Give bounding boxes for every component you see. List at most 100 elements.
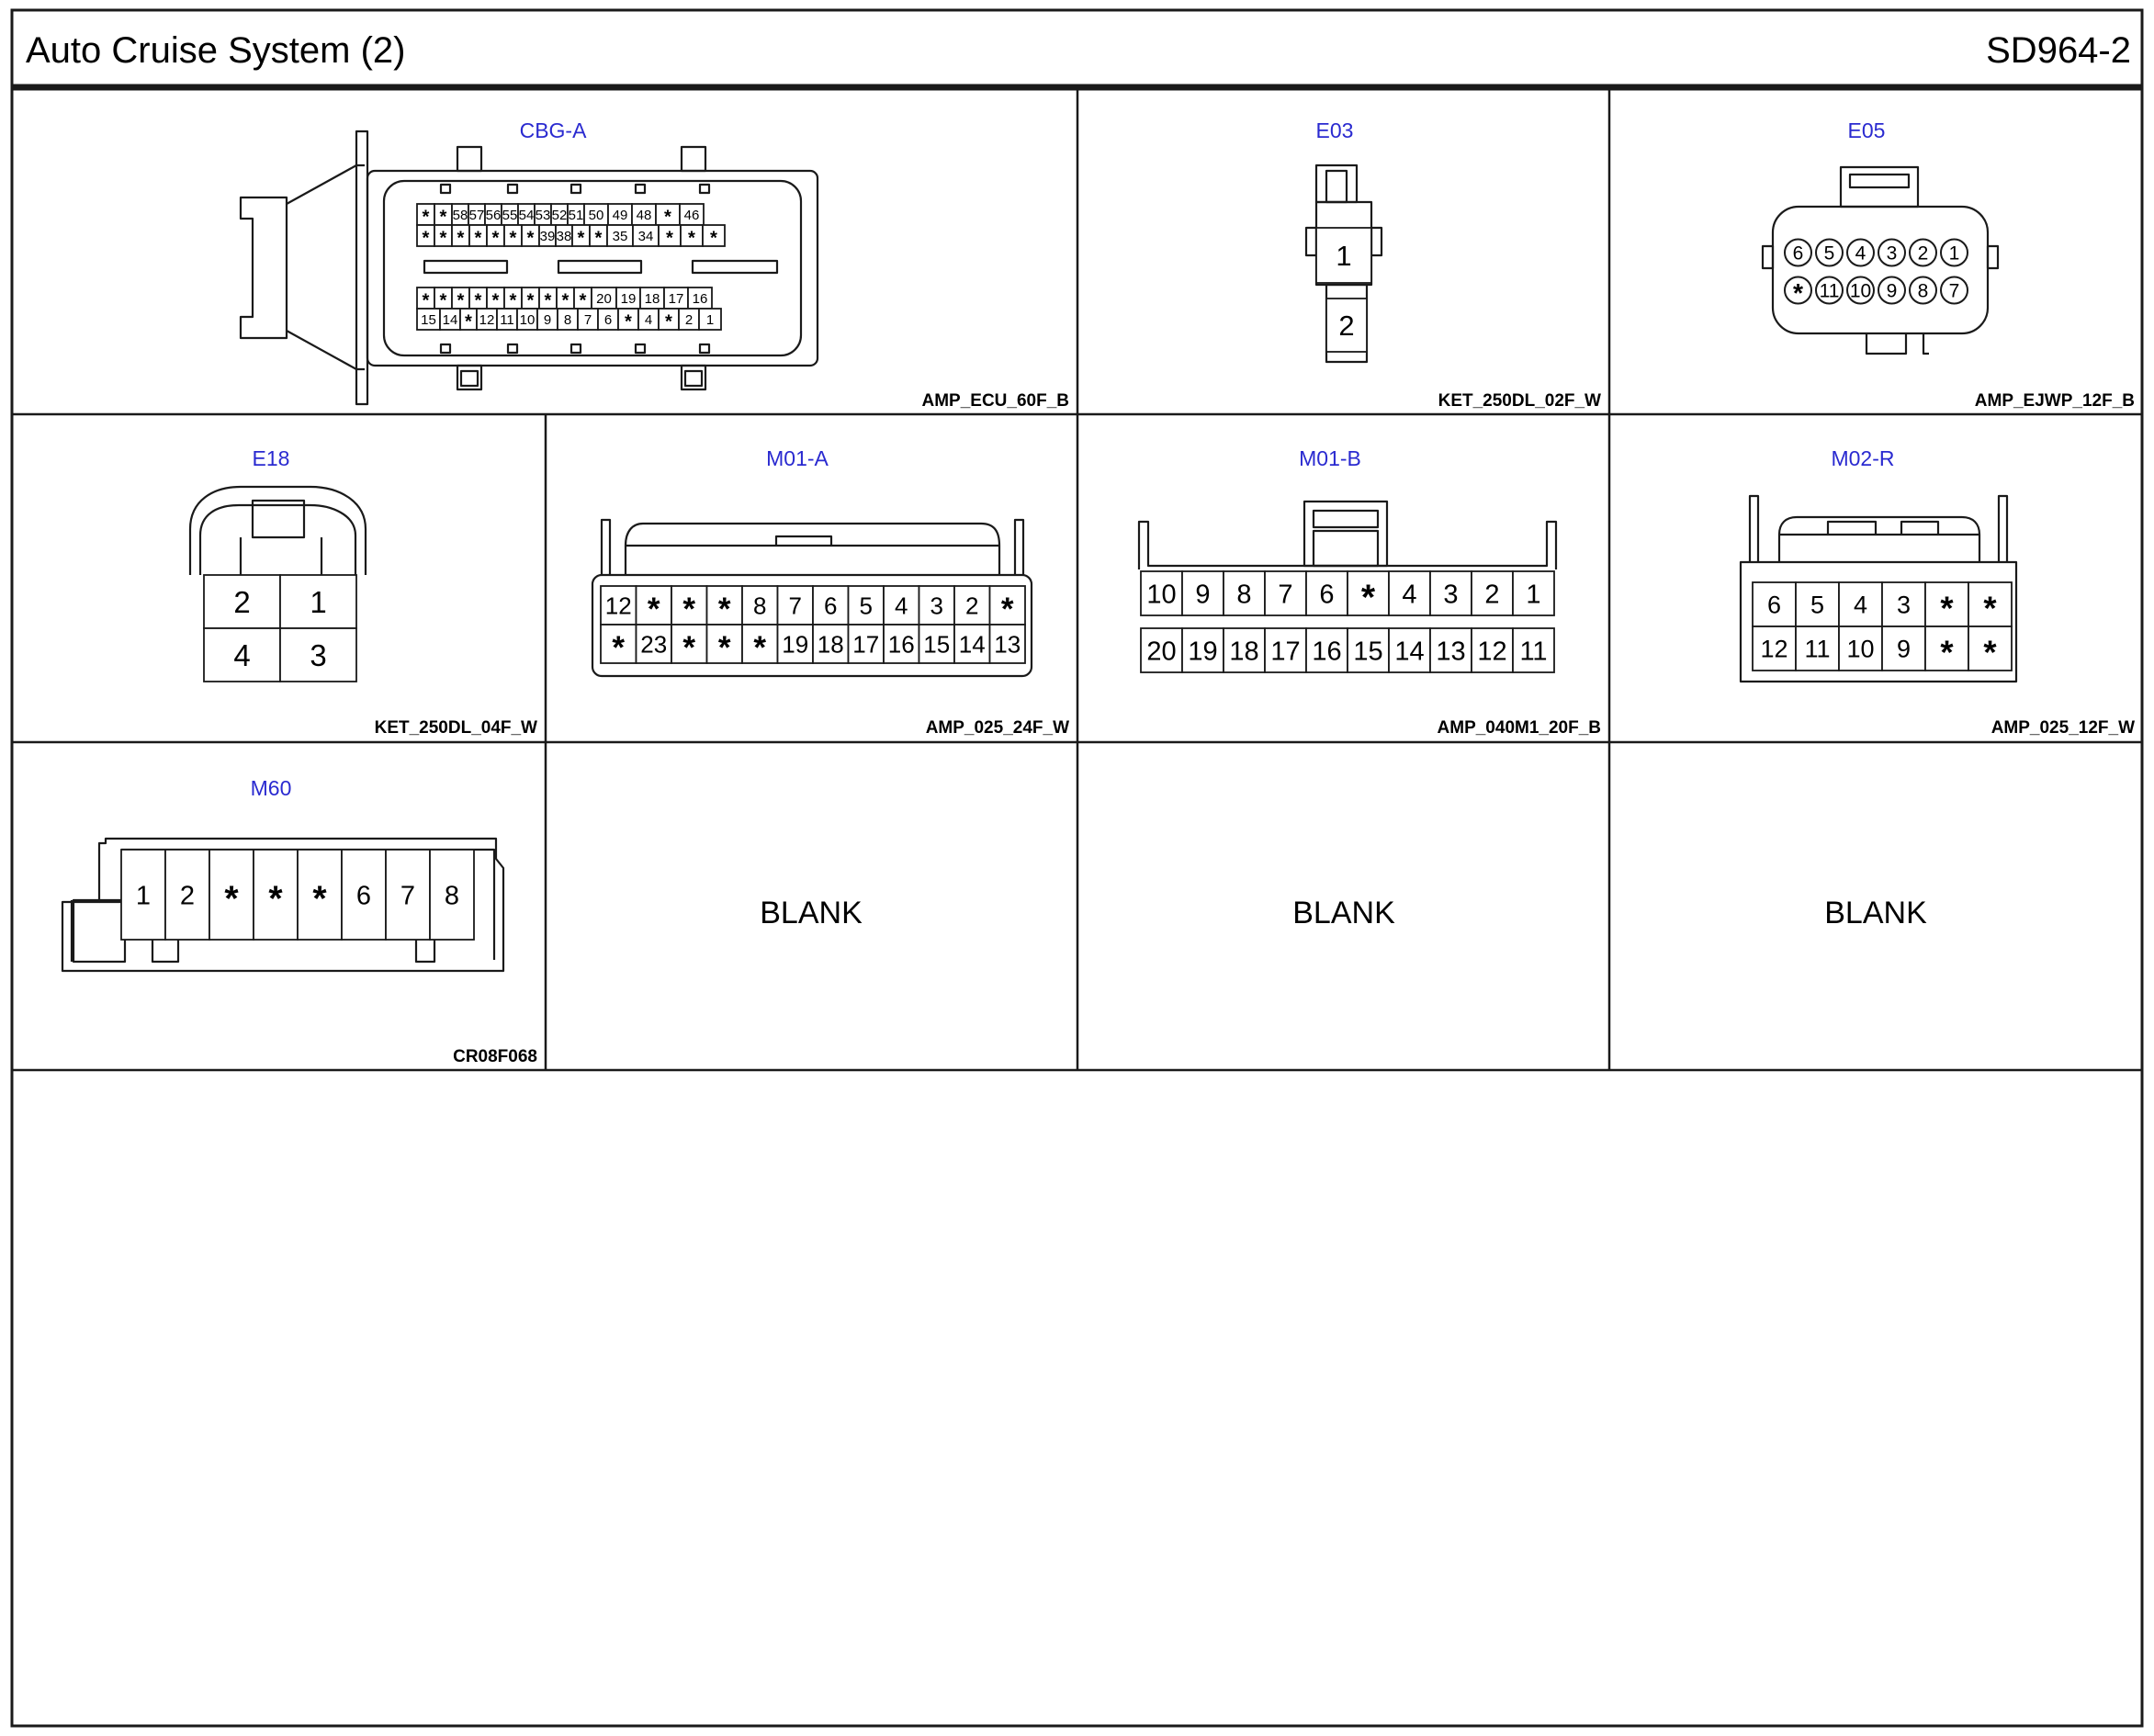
- pin-cell: 13: [1429, 627, 1472, 673]
- pin-number: *: [312, 880, 327, 919]
- pin-cell: *: [416, 287, 435, 311]
- pin-number: 4: [895, 592, 908, 619]
- pin-cell: 19: [776, 624, 814, 664]
- pin-cell: 9: [1181, 570, 1224, 616]
- pin-number: 1: [1526, 580, 1540, 609]
- pin-number: 10: [1846, 636, 1874, 663]
- blank-cell-label: BLANK: [760, 896, 863, 930]
- pin-cell: 9: [1878, 276, 1906, 305]
- pin-cell: *: [1924, 581, 1969, 627]
- pin-cell: 8: [557, 308, 579, 331]
- pin-cell: 10: [1140, 570, 1183, 616]
- pin-number: 11: [500, 312, 514, 328]
- part-number-m01-a: AMP_025_24F_W: [926, 718, 1069, 738]
- pin-number: 6: [1319, 580, 1334, 609]
- pin-cell: 13: [988, 624, 1026, 664]
- pin-cell: *: [1784, 276, 1812, 309]
- pin-number: *: [1361, 579, 1376, 618]
- pin-number: 7: [400, 881, 415, 910]
- pin-number: *: [440, 291, 447, 311]
- pin-cell: 5: [1815, 238, 1844, 267]
- pin-number: 6: [1767, 592, 1781, 619]
- pin-cell: 2: [1909, 238, 1937, 267]
- pin-number: *: [527, 291, 535, 311]
- pin-cell: *: [451, 224, 470, 249]
- pin-number: *: [595, 229, 603, 249]
- pin-number: 7: [584, 312, 592, 328]
- pin-number: 51: [569, 208, 584, 223]
- pin-number: 6: [604, 312, 612, 328]
- pin-number: 14: [959, 630, 986, 658]
- pin-cell: 18: [1223, 627, 1266, 673]
- pin-cell: 51: [567, 203, 585, 226]
- pin-cell: 58: [451, 203, 469, 226]
- connector-e05-housing: [1761, 165, 2000, 355]
- pin-number: 1: [1336, 240, 1351, 272]
- pin-number: *: [666, 229, 673, 249]
- pin-number: 7: [1949, 281, 1960, 302]
- pin-number: 4: [233, 638, 250, 672]
- pin-cell: 34: [632, 224, 660, 247]
- part-number-e18: KET_250DL_04F_W: [375, 718, 537, 738]
- pin-number: 20: [596, 291, 612, 307]
- pin-cell: 7: [1940, 276, 1968, 305]
- part-number-e05: AMP_EJWP_12F_B: [1975, 391, 2135, 411]
- pin-cell: 50: [583, 203, 609, 226]
- pin-number: 11: [1804, 636, 1830, 663]
- pin-cell: 11: [1795, 626, 1840, 671]
- pin-number: 10: [1146, 580, 1176, 609]
- pin-number: 35: [613, 229, 628, 244]
- pin-cell: 19: [1181, 627, 1224, 673]
- pin-number: 8: [564, 312, 571, 328]
- pin-cell: *: [671, 624, 708, 666]
- pin-cell: *: [503, 224, 523, 249]
- pin-cell: 3: [279, 627, 357, 682]
- pin-number: *: [510, 291, 517, 311]
- pin-cell: 11: [1815, 276, 1844, 305]
- pin-cell: *: [434, 287, 453, 311]
- pin-number: *: [465, 312, 472, 333]
- pin-number: *: [580, 291, 587, 311]
- pin-cell: *: [1347, 570, 1390, 618]
- part-labels: AMP_ECU_60F_B KET_250DL_02F_W AMP_EJWP_1…: [375, 391, 2135, 1066]
- pin-number: *: [682, 630, 695, 666]
- pin-number: 3: [1443, 580, 1458, 609]
- pin-number: *: [423, 208, 430, 228]
- pin-number: *: [457, 291, 465, 311]
- pin-number: 13: [994, 630, 1021, 658]
- pin-cell: 12: [476, 308, 498, 331]
- pin-cell: *: [741, 624, 779, 666]
- pin-cell: 17: [847, 624, 885, 664]
- pin-cell: 14: [953, 624, 991, 664]
- pin-cell: 6: [1752, 581, 1797, 627]
- pin-cell: *: [658, 308, 680, 333]
- pin-number: 4: [1855, 243, 1866, 265]
- part-number-m60: CR08F068: [453, 1047, 537, 1066]
- pin-number: 18: [818, 630, 844, 658]
- pin-cell: 5: [1795, 581, 1840, 627]
- pin-number: 4: [1402, 580, 1416, 609]
- pin-cell: 17: [663, 287, 689, 310]
- pin-number: 14: [1394, 637, 1424, 666]
- connector-cbg-a-housing: [239, 130, 819, 406]
- pin-cell: 1: [698, 308, 722, 331]
- pin-number: 57: [469, 208, 485, 223]
- pin-number: *: [710, 229, 717, 249]
- pin-cell: 6: [597, 308, 619, 331]
- pin-number: 6: [1793, 243, 1804, 265]
- pin-cell: 11: [496, 308, 518, 331]
- pin-cell: 6: [1784, 238, 1812, 267]
- pin-cell: *: [1924, 626, 1969, 671]
- pin-cell: 8: [429, 849, 475, 941]
- connector-name-m60: M60: [251, 776, 292, 800]
- connector-m02-r-housing: [1739, 494, 2018, 683]
- pin-cell: *: [571, 224, 591, 249]
- pin-cell: 8: [1223, 570, 1266, 616]
- pin-cell: 49: [607, 203, 633, 226]
- pin-number: 6: [356, 881, 371, 910]
- pin-number: 17: [1270, 637, 1300, 666]
